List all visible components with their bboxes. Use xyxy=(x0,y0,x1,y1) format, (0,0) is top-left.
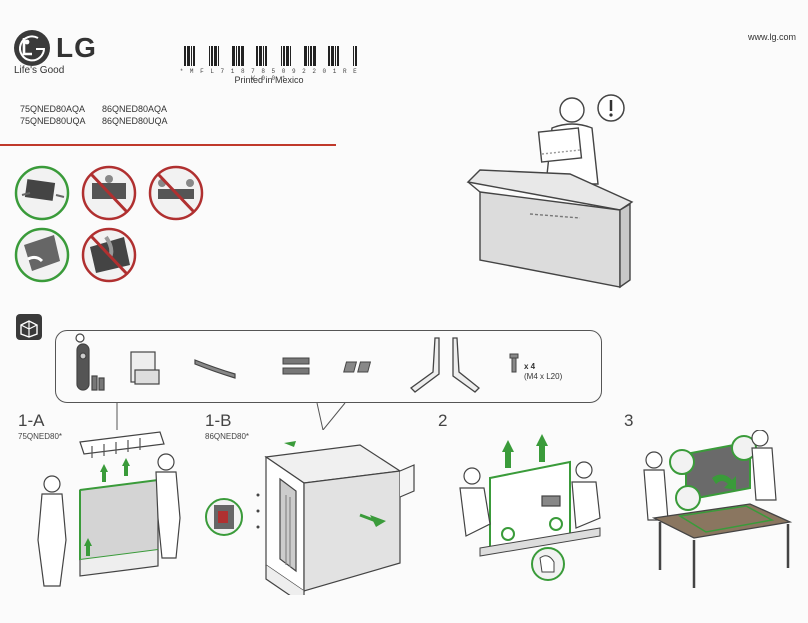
barcode-bar xyxy=(283,46,285,66)
website-url: www.lg.com xyxy=(747,32,796,42)
step-3-label: 3 xyxy=(624,411,634,430)
screw-qty-text: x 4 xyxy=(524,362,536,371)
barcode-bar xyxy=(308,46,309,66)
spacer-icon xyxy=(343,361,372,373)
arrow-icon xyxy=(284,441,386,527)
cable-tie-icon xyxy=(194,359,236,379)
barcode-bar xyxy=(286,46,289,66)
model-list: 75QNED80AQA 86QNED80AQA 75QNED80UQA 86QN… xyxy=(20,103,168,127)
box-side-open-icon xyxy=(264,444,415,595)
unpacking-box-illustration xyxy=(466,94,634,289)
dots-indicator xyxy=(256,493,260,529)
handling-warnings xyxy=(14,165,204,283)
barcode-bar xyxy=(211,46,213,66)
barcode-bar xyxy=(218,46,219,66)
magic-remote-icon xyxy=(75,333,105,391)
step-2-illustration xyxy=(459,434,601,581)
step-1b-model: 86QNED80* xyxy=(205,432,250,441)
model-number: 86QNED80AQA xyxy=(102,104,168,114)
lg-logo: LG xyxy=(14,30,124,80)
person-icon xyxy=(643,430,777,521)
step-1b-label: 1-B xyxy=(205,411,232,430)
hand-icon xyxy=(669,435,757,511)
zoom-detail-icon xyxy=(501,517,563,541)
tv-in-box-icon xyxy=(79,479,159,577)
barcode-bar xyxy=(232,46,235,66)
prohibited-lift-flat-icon xyxy=(148,165,204,221)
prohibited-press-screen-icon xyxy=(81,227,137,283)
model-row: 75QNED80AQA 86QNED80AQA xyxy=(20,103,168,115)
manual-icon xyxy=(130,351,160,385)
barcode-bar xyxy=(304,46,307,66)
prohibited-carry-flat-icon xyxy=(81,165,137,221)
step-2-label: 2 xyxy=(438,411,448,430)
allowed-hold-frame-icon xyxy=(14,227,70,283)
tv-panel-icon xyxy=(489,460,571,554)
zoom-detail-icon xyxy=(531,547,565,581)
person-icon xyxy=(459,461,601,537)
allowed-carry-upright-icon xyxy=(14,165,70,221)
barcode-bar xyxy=(335,46,336,66)
barcode-bar xyxy=(281,46,282,66)
barcode-bar xyxy=(310,46,312,66)
barcode-bar xyxy=(184,46,186,66)
header-divider xyxy=(0,144,336,146)
barcode-bar xyxy=(238,46,240,66)
zoom-detail-icon xyxy=(205,498,243,536)
barcode-bar xyxy=(328,46,330,66)
screw-spec-text: (M4 x L20) xyxy=(524,372,563,381)
arrow-up-icon xyxy=(100,464,108,482)
caution-icon xyxy=(597,94,625,122)
step-3-illustration xyxy=(643,430,793,588)
model-row: 75QNED80UQA 86QNED80UQA xyxy=(20,115,168,127)
arrow-up-icon xyxy=(122,458,130,476)
step-1a-illustration xyxy=(37,431,181,587)
barcode-bar xyxy=(290,46,291,66)
step-1a-label: 1-A xyxy=(18,411,45,430)
barcode-bar xyxy=(355,46,357,66)
barcode-bar xyxy=(263,46,264,66)
barcode xyxy=(178,46,360,66)
printed-in-label: Printed in Mexico xyxy=(234,75,304,85)
barcode-bar xyxy=(187,46,190,66)
barcode-bar xyxy=(256,46,258,66)
accessories-items xyxy=(75,333,519,430)
barcode-bar xyxy=(214,46,217,66)
arrow-down-icon xyxy=(712,474,736,490)
lg-face-icon xyxy=(14,30,50,66)
brand-tagline: Life's Good xyxy=(14,65,65,76)
unbox-icon xyxy=(16,314,42,340)
barcode-bar xyxy=(265,46,267,66)
barcode-bar xyxy=(313,46,316,66)
barcode-bar xyxy=(241,46,244,66)
barcode-bar xyxy=(236,46,237,66)
step-1a-model: 75QNED80* xyxy=(18,432,63,441)
model-number: 75QNED80AQA xyxy=(20,104,86,114)
cable-holder-icon xyxy=(282,357,310,375)
model-number: 75QNED80UQA xyxy=(20,116,86,126)
model-number: 86QNED80UQA xyxy=(102,116,168,126)
table-icon xyxy=(651,503,793,588)
barcode-bar xyxy=(331,46,334,66)
barcode-text: * M F L 7 1 8 7 8 5 0 9 2 2 0 1 R E V 0 … xyxy=(179,68,359,82)
barcode-bar xyxy=(353,46,354,66)
person-icon xyxy=(537,97,599,185)
screw-icon xyxy=(509,353,519,373)
step-1b-illustration xyxy=(205,441,415,595)
tv-box-icon xyxy=(466,169,634,289)
arrow-up-icon xyxy=(502,434,548,468)
brand-name: LG xyxy=(56,32,97,63)
arrow-up-icon xyxy=(84,538,92,556)
person-icon xyxy=(37,453,181,587)
barcode-bar xyxy=(337,46,339,66)
barcode-bar xyxy=(209,46,210,66)
box-lid-icon xyxy=(79,431,165,458)
stand-icon xyxy=(410,337,480,393)
barcode-bar xyxy=(259,46,262,66)
barcode-bar xyxy=(193,46,195,66)
screw-quantity: x 4 xyxy=(524,362,535,372)
barcode-bar xyxy=(191,46,192,66)
